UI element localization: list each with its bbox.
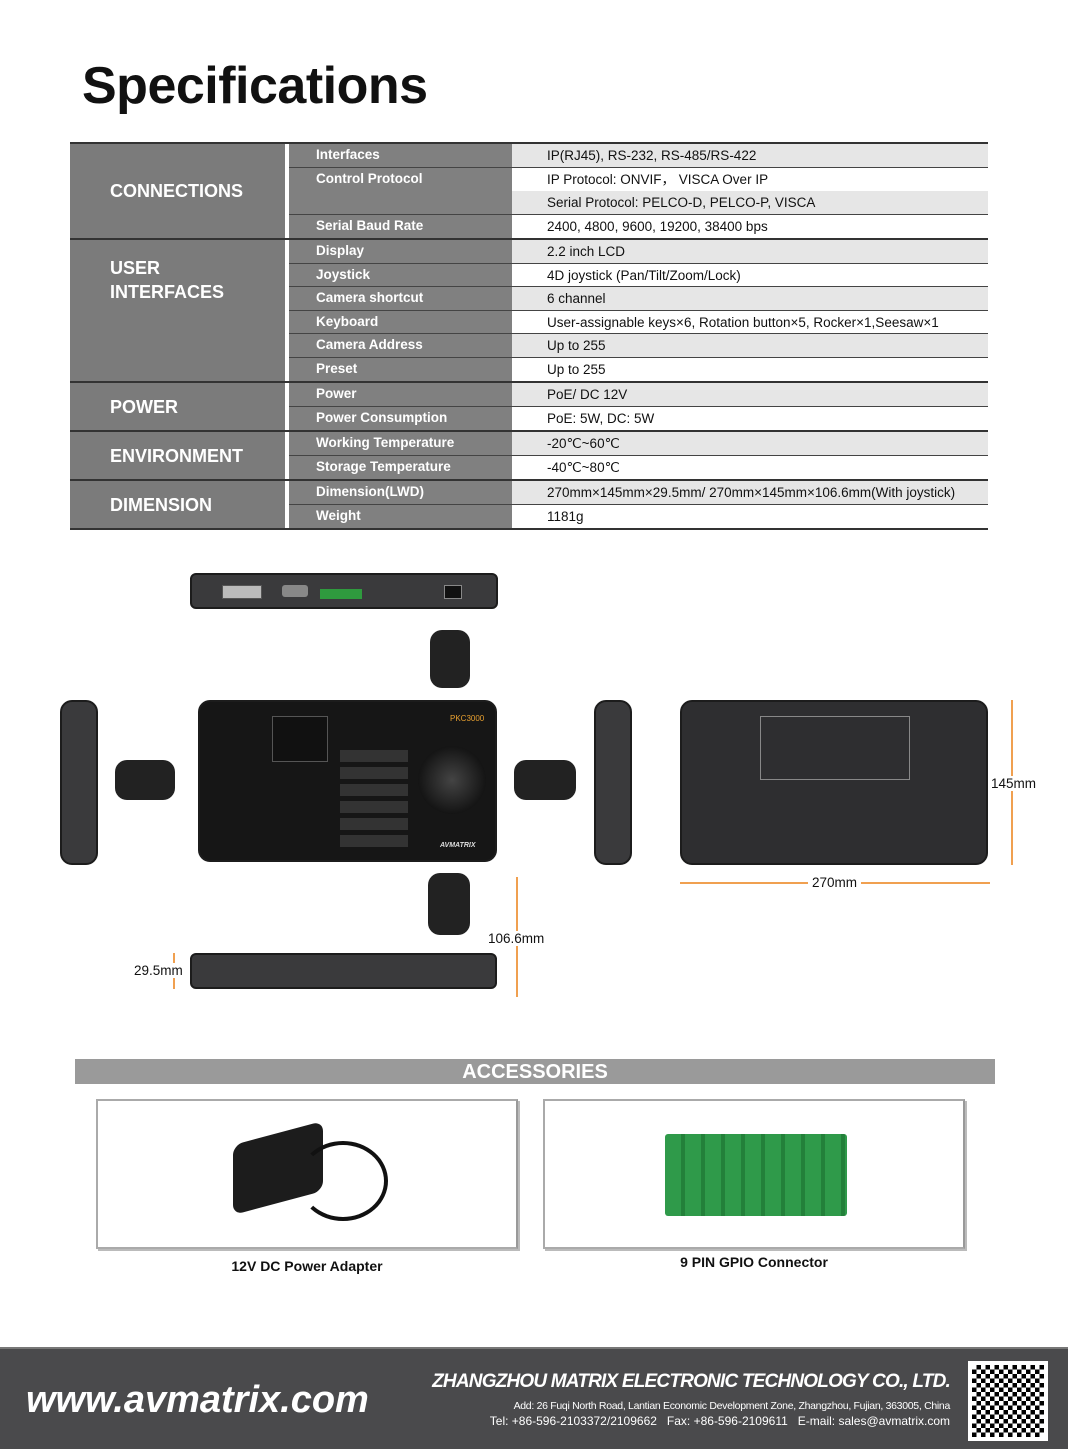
spec-value: 4D joystick (Pan/Tilt/Zoom/Lock) [547, 267, 741, 283]
spec-param: Dimension(LWD) [289, 481, 512, 504]
website-link[interactable]: www.avmatrix.com [26, 1379, 369, 1421]
spec-row: Control Protocol IP Protocol: ONVIF， VISC… [289, 167, 988, 191]
spec-value: IP Protocol: ONVIF， VISCA Over IP [547, 171, 769, 187]
company-contact: Tel: +86-596-2103372/2109662 Fax: +86-59… [489, 1414, 950, 1428]
serial-port [282, 585, 308, 597]
spec-category: USER INTERFACES [70, 240, 285, 381]
spec-row: Serial Protocol: PELCO-D, PELCO-P, VISCA [289, 191, 988, 215]
joystick-icon [115, 760, 175, 800]
gpio-connector-icon [665, 1134, 847, 1216]
spec-row: Storage Temperature -40℃~80℃ [289, 455, 988, 479]
cable-icon [298, 1141, 388, 1221]
spec-category: ENVIRONMENT [70, 432, 285, 479]
spec-param [289, 191, 512, 214]
spec-value: IP(RJ45), RS-232, RS-485/RS-422 [512, 144, 988, 167]
spec-value: 1181g [547, 508, 584, 524]
joystick-icon [418, 746, 486, 814]
brand-logo: AVMATRIX [440, 842, 476, 849]
keypad [340, 750, 408, 852]
spec-param: Power [289, 383, 512, 406]
spec-param: Preset [289, 357, 512, 381]
width-dimension: 270mm [808, 875, 862, 890]
spec-row: Dimension(LWD)270mm×145mm×29.5mm/ 270mm×… [289, 481, 988, 505]
company-name: ZHANGZHOU MATRIX ELECTRONIC TECHNOLOGY C… [432, 1371, 951, 1392]
spec-category: DIMENSION [70, 481, 285, 528]
device-left-side [60, 700, 98, 865]
spec-value: 270mm×145mm×29.5mm/ 270mm×145mm×106.6mm(… [512, 481, 988, 504]
spec-value: -20℃~60℃ [512, 432, 988, 455]
accessory-label: 9 PIN GPIO Connector [680, 1254, 828, 1270]
joystick-height-dimension: 106.6mm [488, 931, 545, 946]
device-top-view: PKC3000 AVMATRIX [198, 700, 497, 862]
spec-category: CONNECTIONS [70, 144, 285, 238]
spec-row: Working Temperature-20℃~60℃ [289, 432, 988, 456]
device-right-side [594, 700, 632, 865]
spec-param: Working Temperature [289, 432, 512, 455]
company-address: Add: 26 Fuqi North Road, Lantian Economi… [513, 1400, 951, 1412]
accessory-gpio-connector [543, 1099, 965, 1249]
qr-code [968, 1361, 1048, 1441]
accessory-power-adapter [96, 1099, 518, 1249]
spec-param: Keyboard [289, 310, 512, 333]
spec-row: Keyboard User-assignable keys×6, Rotation… [289, 310, 988, 334]
spec-param: Interfaces [289, 144, 512, 167]
spec-value: 2.2 inch LCD [512, 240, 988, 263]
spec-value: Up to 255 [512, 334, 988, 357]
rj45-ports [222, 585, 262, 599]
device-side-view [190, 953, 497, 989]
spec-value: 2400, 4800, 9600, 19200, 38400 bps [547, 218, 768, 234]
spec-param: Storage Temperature [289, 455, 512, 479]
power-switch [444, 585, 462, 599]
height-dimension: 145mm [991, 776, 1037, 791]
lcd-display [272, 716, 328, 762]
spec-row: Joystick 4D joystick (Pan/Tilt/Zoom/Lock) [289, 263, 988, 287]
depth-dimension: 29.5mm [134, 963, 183, 978]
joystick-icon [428, 873, 470, 935]
spec-param: Power Consumption [289, 406, 512, 430]
spec-row: Weight 1181g [289, 504, 988, 528]
joystick-icon [430, 630, 470, 688]
page-title: Specifications [82, 57, 428, 115]
spec-row: Power Consumption PoE: 5W, DC: 5W [289, 406, 988, 430]
spec-param: Joystick [289, 263, 512, 286]
spec-category: POWER [70, 383, 285, 430]
spec-value: Up to 255 [547, 361, 606, 377]
joystick-icon [514, 760, 576, 800]
spec-value: Serial Protocol: PELCO-D, PELCO-P, VISCA [512, 191, 988, 214]
spec-param: Camera shortcut [289, 287, 512, 310]
accessory-label: 12V DC Power Adapter [231, 1258, 383, 1274]
spec-param: Display [289, 240, 512, 263]
spec-param: Control Protocol [289, 167, 512, 191]
spec-row: Preset Up to 255 [289, 357, 988, 381]
pinout-label [760, 716, 910, 780]
spec-param: Serial Baud Rate [289, 214, 512, 238]
spec-value: PoE: 5W, DC: 5W [547, 410, 655, 426]
footer: www.avmatrix.com ZHANGZHOU MATRIX ELECTR… [0, 1347, 1068, 1449]
device-rear-view [190, 573, 498, 609]
spec-value: User-assignable keys×6, Rotation button×… [547, 314, 939, 330]
spec-value: PoE/ DC 12V [512, 383, 988, 406]
spec-value: 6 channel [512, 287, 988, 310]
spec-value: -40℃~80℃ [547, 459, 620, 475]
model-label: PKC3000 [450, 714, 485, 723]
gpio-port [320, 589, 362, 599]
accessories-header: ACCESSORIES [75, 1059, 995, 1084]
spec-param: Weight [289, 504, 512, 528]
device-bottom-view [680, 700, 988, 865]
spec-row: Serial Baud Rate 2400, 4800, 9600, 19200,… [289, 214, 988, 238]
spec-param: Camera Address [289, 334, 512, 357]
